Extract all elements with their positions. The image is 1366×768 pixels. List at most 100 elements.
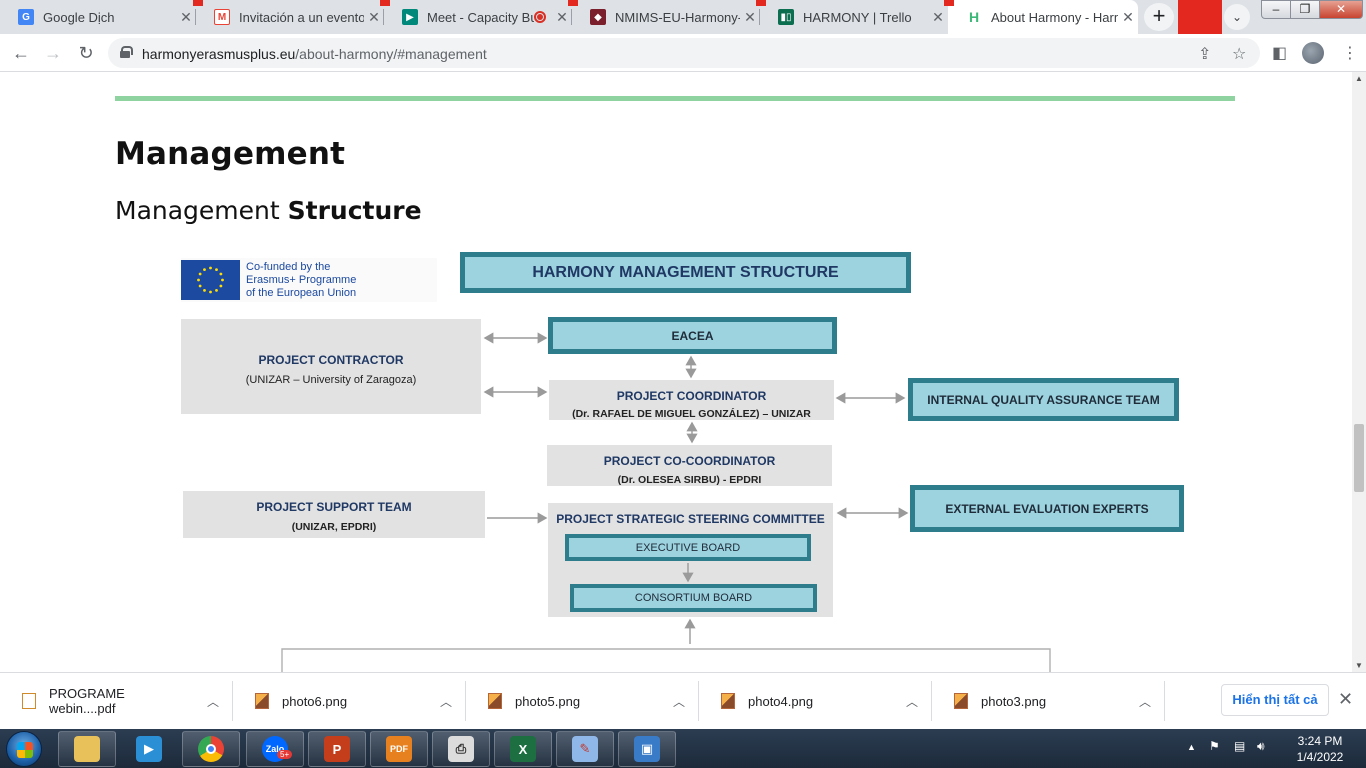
gmail-icon: M (214, 9, 230, 25)
vertical-scrollbar[interactable]: ▲ ▼ (1352, 72, 1366, 672)
shield-icon: ◆ (590, 9, 606, 25)
chevron-up-icon[interactable]: ︿ (672, 694, 685, 709)
download-filename: photo4.png (748, 693, 814, 709)
tab-search-button[interactable]: ⌄ (1224, 4, 1250, 30)
scroll-down-icon[interactable]: ▼ (1355, 661, 1363, 670)
tab-nmims[interactable]: ◆ NMIMS-EU-Harmony-C ✕ (572, 0, 760, 34)
new-tab-button[interactable]: + (1144, 3, 1174, 31)
project-contractor-box: PROJECT CONTRACTOR (UNIZAR – University … (181, 319, 481, 414)
lock-icon[interactable] (120, 46, 133, 58)
image-file-icon (488, 693, 502, 709)
back-button[interactable]: ← (12, 43, 30, 63)
download-item[interactable]: photo3.png ︿ (932, 673, 1165, 729)
taskbar-excel[interactable]: X (494, 731, 552, 767)
tab-google-translate[interactable]: G Google Dịch ✕ (0, 0, 196, 34)
close-icon[interactable]: ✕ (932, 8, 944, 25)
avatar[interactable] (1302, 42, 1324, 64)
tab-title: About Harmony - Harm (991, 9, 1118, 25)
share-icon[interactable]: ⇪ (1198, 46, 1212, 63)
close-icon[interactable]: ✕ (744, 8, 756, 25)
project-support-team-sub: (UNIZAR, EPDRI) (291, 521, 377, 533)
system-clock[interactable]: 3:24 PM 1/4/2022 (1296, 734, 1344, 764)
chart-connectors (281, 332, 1051, 672)
chevron-up-icon[interactable]: ︿ (1138, 694, 1151, 709)
harmony-icon: H (966, 9, 982, 25)
taskbar-paint[interactable]: ✎ (556, 731, 614, 767)
tab-meet[interactable]: ▶ Meet - Capacity Bu ✕ (384, 0, 572, 34)
taskbar-powerpoint[interactable]: P (308, 731, 366, 767)
taskbar-media-player[interactable]: ▶ (120, 731, 178, 767)
taskbar-photo-viewer[interactable]: ▣ (618, 731, 676, 767)
section-subtitle: Management Structure (115, 196, 422, 225)
address-bar[interactable]: harmonyerasmusplus.eu/about-harmony/#man… (108, 38, 1260, 68)
close-shelf-icon[interactable]: ✕ (1338, 689, 1354, 709)
executive-board-label: EXECUTIVE BOARD (569, 538, 807, 557)
tab-trello[interactable]: ▮▯ HARMONY | Trello ✕ (760, 0, 948, 34)
trello-icon: ▮▯ (778, 9, 794, 25)
reload-button[interactable]: ↻ (78, 43, 94, 63)
action-center-icon[interactable]: ⚑ (1209, 739, 1220, 753)
tab-alert-marker (944, 0, 954, 6)
section-divider (115, 96, 1235, 101)
download-item[interactable]: PROGRAME webin....pdf ︿ (0, 673, 233, 729)
taskbar-chrome[interactable] (182, 731, 240, 767)
internal-qa-box: INTERNAL QUALITY ASSURANCE TEAM (908, 378, 1179, 421)
side-panel-icon[interactable]: ◧ (1272, 45, 1288, 62)
chart-title: HARMONY MANAGEMENT STRUCTURE (465, 257, 906, 288)
project-cocoordinator-box: PROJECT CO-COORDINATOR (Dr. OLESEA SIRBU… (547, 445, 832, 486)
page-title: Management (115, 136, 346, 172)
executive-board-box: EXECUTIVE BOARD (565, 534, 811, 561)
taskbar-explorer[interactable] (58, 731, 116, 767)
url-text[interactable]: harmonyerasmusplus.eu/about-harmony/#man… (142, 46, 487, 62)
show-hidden-icons[interactable]: ▲ (1187, 742, 1196, 752)
close-icon[interactable]: ✕ (556, 8, 568, 25)
download-item[interactable]: photo5.png ︿ (466, 673, 699, 729)
tab-alert-marker (193, 0, 203, 6)
paint-icon: ✎ (572, 736, 598, 762)
divider (465, 681, 466, 721)
minimize-button[interactable]: – (1261, 0, 1291, 19)
chevron-up-icon[interactable]: ︿ (439, 694, 452, 709)
restore-button[interactable]: ❐ (1290, 0, 1320, 19)
window-close-button[interactable]: ✕ (1319, 0, 1363, 19)
pdf-reader-icon: PDF (386, 736, 412, 762)
scrollbar-thumb[interactable] (1354, 424, 1364, 492)
scroll-up-icon[interactable]: ▲ (1355, 74, 1363, 83)
eu-cofunded-logo: Co-funded by the Erasmus+ Programme of t… (181, 258, 437, 302)
project-contractor-sub: (UNIZAR – University of Zaragoza) (245, 374, 417, 386)
close-icon[interactable]: ✕ (1122, 8, 1134, 25)
download-filename: photo5.png (515, 693, 581, 709)
taskbar-foxit[interactable]: PDF (370, 731, 428, 767)
close-icon[interactable]: ✕ (368, 8, 380, 25)
bookmark-star-icon[interactable]: ☆ (1232, 46, 1247, 63)
eu-logo-text: Co-funded by the Erasmus+ Programme of t… (246, 261, 357, 299)
close-icon[interactable]: ✕ (180, 8, 192, 25)
start-button[interactable] (6, 731, 42, 767)
pdf-file-icon (22, 693, 36, 709)
tab-title: Google Dịch (43, 9, 115, 25)
tab-separator (759, 9, 760, 25)
windows-taskbar: ▶ Zalo 5+ P PDF ⎙ X ✎ ▣ ▲ ⚑ ▤ 🔊︎ 3:24 PM… (0, 729, 1366, 768)
image-file-icon (255, 693, 269, 709)
taskbar-zalo[interactable]: Zalo 5+ (246, 731, 304, 767)
notification-badge: 5+ (277, 750, 293, 759)
network-icon[interactable]: ▤ (1234, 739, 1246, 753)
external-experts-box: EXTERNAL EVALUATION EXPERTS (910, 485, 1184, 532)
show-all-downloads-button[interactable]: Hiển thị tất cả (1221, 684, 1329, 716)
image-file-icon (954, 693, 968, 709)
tab-gmail[interactable]: M Invitación a un evento: ✕ (196, 0, 384, 34)
chevron-up-icon[interactable]: ︿ (206, 694, 219, 709)
more-menu-icon[interactable]: ⋮ (1342, 45, 1358, 62)
chart-title-box: HARMONY MANAGEMENT STRUCTURE (460, 252, 911, 293)
tab-strip-accent (1178, 0, 1222, 34)
download-item[interactable]: photo4.png ︿ (699, 673, 932, 729)
forward-button[interactable]: → (44, 43, 62, 63)
tab-strip: G Google Dịch ✕ M Invitación a un evento… (0, 0, 1366, 34)
tab-about-harmony[interactable]: H About Harmony - Harm ✕ (948, 0, 1138, 34)
download-item[interactable]: photo6.png ︿ (233, 673, 466, 729)
taskbar-printer[interactable]: ⎙ (432, 731, 490, 767)
volume-icon[interactable]: 🔊︎ (1257, 739, 1265, 753)
tab-alert-marker (756, 0, 766, 6)
chevron-up-icon[interactable]: ︿ (905, 694, 918, 709)
consortium-board-label: CONSORTIUM BOARD (574, 588, 813, 608)
